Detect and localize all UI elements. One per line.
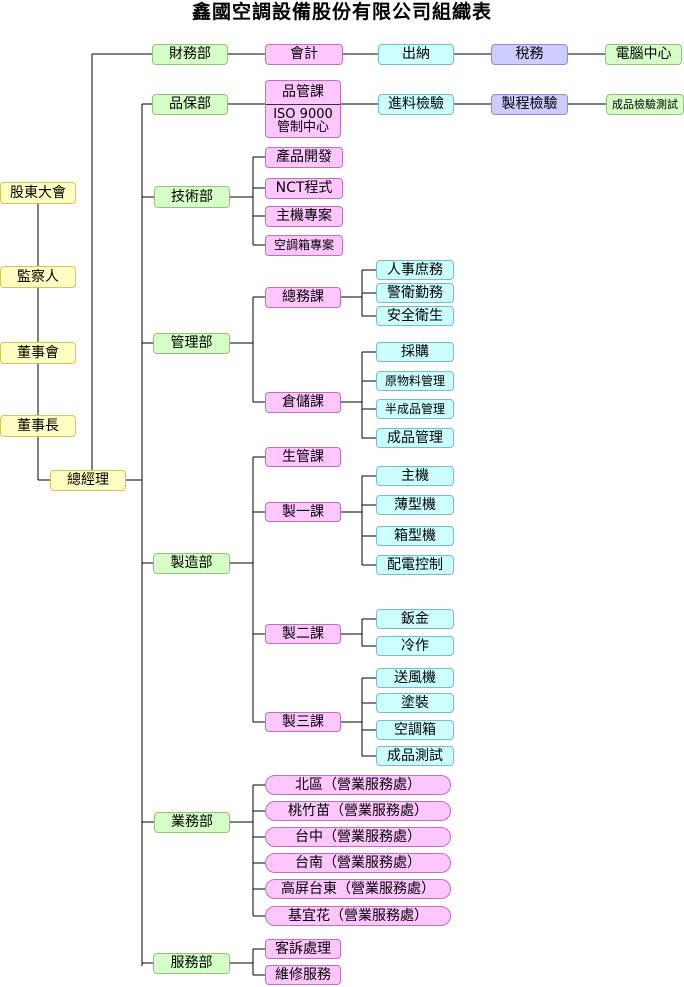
process-inspection-node: 製程檢驗 [491, 94, 568, 115]
service-item-node: 客訴處理 [265, 939, 341, 959]
incoming-inspection-node: 進料檢驗 [378, 94, 454, 115]
mfg-s3-item-node: 送風機 [376, 668, 454, 688]
cashier-node: 出納 [378, 44, 454, 65]
storage-item-node: 成品管理 [376, 428, 454, 448]
accounting-node: 會計 [265, 44, 343, 65]
computer-center-node: 電腦中心 [605, 44, 682, 65]
mfg-s3-item-node: 成品測試 [376, 746, 454, 766]
mfg-s3-item-node: 塗裝 [376, 693, 454, 713]
mfg-section-2-node: 製二課 [265, 624, 341, 644]
general-affairs-item-node: 警衛勤務 [376, 283, 454, 303]
tech-item-node: 空調箱專案 [265, 235, 343, 256]
sales-dept-node: 業務部 [154, 812, 230, 833]
finance-dept-node: 財務部 [152, 44, 228, 65]
chart-title: 鑫國空調設備股份有限公司組織表 [191, 1, 492, 23]
mfg-s1-item-node: 薄型機 [376, 495, 454, 515]
storage-item-node: 採購 [376, 342, 454, 362]
mfg-section-1-node: 製一課 [265, 502, 341, 522]
sales-office-node: 台南（營業服務處） [265, 853, 451, 873]
shareholders-meeting-node: 股東大會 [0, 182, 76, 204]
mfg-s2-item-node: 鈑金 [376, 609, 454, 629]
tech-item-node: NCT程式 [265, 178, 343, 199]
chairman-node: 董事長 [0, 415, 76, 437]
general-affairs-section-node: 總務課 [265, 287, 341, 308]
mfg-s3-item-node: 空調箱 [376, 720, 454, 740]
sales-office-node: 基宜花（營業服務處） [265, 906, 451, 926]
sales-office-node: 高屏台東（營業服務處） [265, 879, 451, 899]
production-control-node: 生管課 [265, 447, 341, 467]
storage-section-node: 倉儲課 [265, 392, 341, 413]
supervisor-node: 監察人 [0, 266, 76, 288]
mfg-s1-item-node: 箱型機 [376, 526, 454, 546]
sales-office-node: 北區（營業服務處） [265, 775, 451, 795]
sales-office-node: 台中（營業服務處） [265, 827, 451, 847]
mfg-s1-item-node: 主機 [376, 466, 454, 486]
general-affairs-item-node: 人事庶務 [376, 260, 454, 280]
service-item-node: 維修服務 [265, 965, 341, 985]
quality-control-section-node: 品管課 ISO 9000 管制中心 [265, 80, 341, 138]
tech-dept-node: 技術部 [154, 186, 230, 208]
mfg-s2-item-node: 冷作 [376, 636, 454, 656]
service-dept-node: 服務部 [153, 953, 230, 974]
sales-office-node: 桃竹苗（營業服務處） [265, 801, 451, 821]
mfg-s1-item-node: 配電控制 [376, 555, 454, 575]
board-node: 董事會 [0, 342, 76, 364]
qa-dept-node: 品保部 [152, 94, 228, 115]
qc-title: 品管課 [266, 81, 340, 105]
general-manager-node: 總經理 [50, 470, 126, 491]
mfg-dept-node: 製造部 [153, 553, 230, 574]
tech-item-node: 產品開發 [265, 147, 343, 168]
final-inspection-node: 成品檢驗測試 [606, 94, 684, 115]
qc-iso-label: ISO 9000 [273, 107, 333, 122]
storage-item-node: 原物料管理 [376, 371, 454, 391]
mgmt-dept-node: 管理部 [153, 333, 230, 354]
storage-item-node: 半成品管理 [376, 399, 454, 419]
qc-control-center-label: 管制中心 [276, 120, 329, 135]
general-affairs-item-node: 安全衛生 [376, 306, 454, 326]
mfg-section-3-node: 製三課 [265, 712, 341, 732]
tax-node: 稅務 [491, 44, 568, 65]
tech-item-node: 主機專案 [265, 206, 343, 227]
